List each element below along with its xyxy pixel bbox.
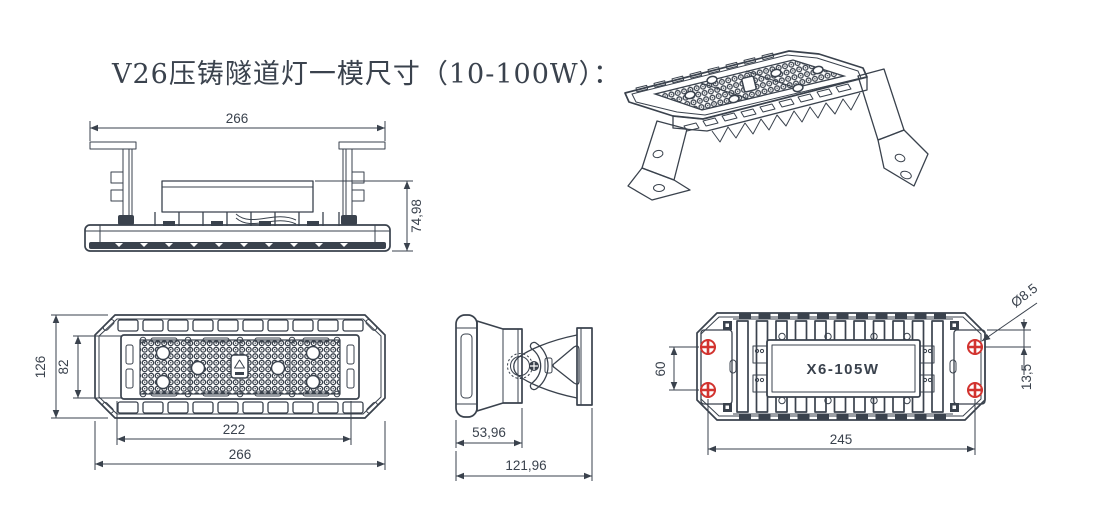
dim-label-front-height: 74,98 xyxy=(409,199,424,233)
mounting-bracket-right xyxy=(338,141,386,225)
side-bracket-cutout xyxy=(552,345,580,385)
rear-mounting-holes xyxy=(700,339,983,398)
mounting-hole-marker xyxy=(700,339,716,355)
dimension-rear-hole-spacing: 60 xyxy=(653,346,699,391)
top-lens-array xyxy=(139,339,341,395)
side-view: 53,96 121,96 xyxy=(455,314,593,481)
rear-box-screws xyxy=(778,332,911,405)
dim-label-rear-245: 245 xyxy=(830,432,853,447)
dimension-top-lens-width: 222 xyxy=(116,401,352,445)
dim-label-front-width: 266 xyxy=(226,111,249,126)
dim-label-top-266: 266 xyxy=(229,447,252,462)
rear-driver-box: X6-105W xyxy=(766,332,921,405)
iso-bracket-left xyxy=(627,120,691,201)
dimension-side-overall-depth: 121,96 xyxy=(455,408,593,481)
mounting-bracket-left xyxy=(89,141,137,225)
side-adjust-slot xyxy=(529,341,549,391)
dimension-front-overall-height: 74,98 xyxy=(315,180,424,252)
dimension-front-overall-width: 266 xyxy=(89,111,386,141)
rear-end-cap-right xyxy=(949,329,986,405)
isometric-view xyxy=(624,50,929,201)
dim-label-top-126: 126 xyxy=(33,356,48,379)
iso-center-badge xyxy=(741,75,757,93)
dimension-rear-hole-edge-offset: 13,5 xyxy=(984,319,1034,390)
iso-front-rim-tabs xyxy=(683,83,852,132)
dimension-top-overall-height: 126 xyxy=(33,314,108,419)
mounting-hole-marker xyxy=(967,339,983,355)
iso-bracket-right xyxy=(857,68,929,187)
dimension-rear-hole-span: 245 xyxy=(707,399,976,455)
rear-end-cap-left xyxy=(700,329,737,405)
iso-lens-panel xyxy=(652,59,847,111)
rear-outer-housing xyxy=(696,312,986,421)
top-center-badge xyxy=(230,354,249,379)
dim-label-side-5396: 53,96 xyxy=(472,425,506,440)
heatsink-fins-front xyxy=(154,212,340,226)
iso-rear-rim-tabs xyxy=(635,52,775,93)
driver-box-front xyxy=(161,180,314,213)
iso-heatsink-body xyxy=(672,76,868,143)
dim-label-side-12196: 121,96 xyxy=(505,458,546,473)
driver-model-label: X6-105W xyxy=(806,361,879,378)
drawing-title: V26压铸隧道灯一模尺寸（10-100W）： xyxy=(112,59,622,90)
top-plan-view: 126 82 222 266 xyxy=(33,314,386,470)
side-lamp-body xyxy=(455,314,523,418)
top-fin-tabs xyxy=(117,319,364,414)
top-outer-housing xyxy=(94,314,386,419)
iso-lens-circles xyxy=(684,65,824,104)
dim-label-top-222: 222 xyxy=(223,422,246,437)
dim-label-rear-60: 60 xyxy=(653,361,668,376)
dimension-side-body-depth: 53,96 xyxy=(455,408,523,448)
dimension-rear-hole-diameter: Ø8.5 xyxy=(981,281,1040,342)
dimension-top-overall-width: 266 xyxy=(94,421,386,470)
side-pivot-joint xyxy=(507,341,549,391)
dim-label-rear-135: 13,5 xyxy=(1019,364,1034,390)
side-bracket-arm xyxy=(513,327,593,406)
rear-corner-bolts xyxy=(723,321,959,412)
rear-mounting-view: X6-105W xyxy=(653,281,1040,455)
dim-label-top-82: 82 xyxy=(56,359,71,374)
dimension-top-lens-height: 82 xyxy=(56,335,121,399)
lamp-body-front xyxy=(84,224,391,252)
top-lens-circles xyxy=(155,345,321,390)
mounting-hole-marker xyxy=(967,382,983,398)
front-elevation-view: 266 xyxy=(84,111,424,252)
dim-label-rear-dia: Ø8.5 xyxy=(1008,281,1040,311)
mounting-hole-marker xyxy=(700,382,716,398)
